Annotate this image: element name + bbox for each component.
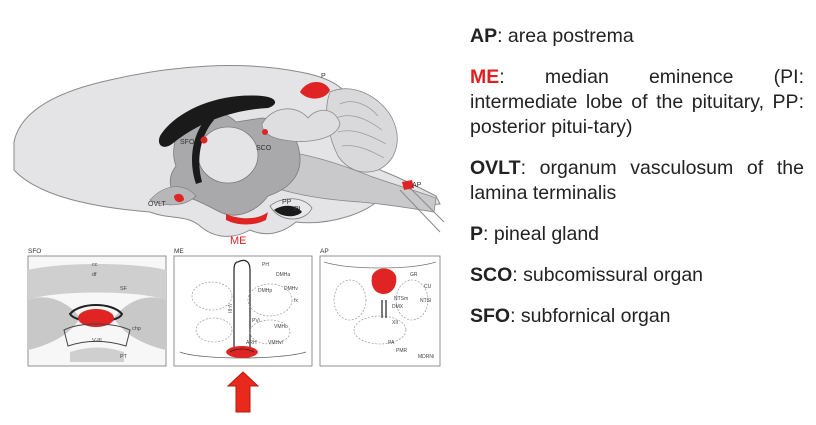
svg-text:V-III: V-III [92, 338, 102, 344]
brain-diagram: P SFO SCO OVLT PP PI AP ME SFO cc df SF … [13, 65, 445, 413]
legend-definition: : area postrema [497, 25, 634, 47]
sagittal-section: P SFO SCO OVLT PP PI AP ME [13, 65, 445, 247]
label-pi: PI [294, 206, 301, 213]
cerebellar-folia [335, 101, 387, 159]
svg-text:fx: fx [294, 298, 298, 304]
label-ovlt: OVLT [148, 201, 166, 208]
panel-me: ME PH DMHa DMHp DMHv fx V-III PVi VMHc A… [173, 248, 313, 367]
thalamus [197, 126, 259, 184]
ap-red-region [371, 268, 397, 294]
midbrain-tectum [261, 108, 341, 142]
legend-definition: : subcomissural organ [512, 264, 704, 286]
label-sfo: SFO [180, 139, 195, 146]
svg-text:df: df [92, 272, 97, 278]
legend-definition: : median eminence (PI: intermediate lobe… [470, 66, 804, 138]
svg-text:CU: CU [424, 284, 432, 290]
svg-text:cc: cc [92, 262, 98, 268]
label-pp: PP [282, 199, 292, 206]
posterior-pituitary [274, 205, 302, 217]
svg-text:MDRNi: MDRNi [418, 354, 434, 360]
legend-abbreviation: OVLT [470, 157, 521, 179]
legend-entry-sco: SCO: subcomissural organ [470, 263, 804, 288]
legend-abbreviation: SCO [470, 264, 513, 286]
label-ap: AP [412, 182, 422, 189]
svg-text:NTSm: NTSm [394, 296, 408, 302]
legend-abbreviation: AP [470, 25, 498, 47]
legend-entry-me: ME: median eminence (PI: intermediate lo… [470, 65, 804, 140]
panel-ap: AP GR CU NTSm NTSl DMX XII PA PMR MDRNi [319, 248, 441, 367]
svg-text:VMHvl: VMHvl [268, 340, 283, 346]
svg-text:PA: PA [388, 340, 395, 346]
svg-text:V-III: V-III [226, 304, 232, 313]
spinal-cord [399, 185, 445, 233]
up-arrow-icon [226, 371, 260, 413]
legend-abbreviation: SFO [470, 305, 511, 327]
svg-text:VMHc: VMHc [274, 324, 288, 330]
legend-definition: : subfornical organ [510, 305, 671, 327]
figure: P SFO SCO OVLT PP PI AP ME SFO cc df SF … [13, 65, 445, 413]
legend-entry-sfo: SFO: subfornical organ [470, 304, 804, 329]
svg-text:PMR: PMR [396, 348, 408, 354]
sfo-red-region [78, 309, 114, 327]
corpus-callosum [158, 95, 276, 147]
median-eminence [226, 212, 268, 225]
panel-me-title: ME [174, 248, 184, 255]
svg-text:chp: chp [132, 326, 141, 332]
me-red-region [226, 346, 258, 358]
svg-text:PT: PT [120, 354, 128, 360]
label-p: P [321, 73, 326, 80]
legend-definition: : organum vasculosum of the lamina termi… [470, 157, 804, 204]
svg-text:DMHp: DMHp [258, 288, 272, 294]
legend-entry-p: P: pineal gland [470, 222, 804, 247]
svg-text:XII: XII [392, 320, 398, 326]
legend-abbreviation: P [470, 223, 484, 245]
svg-text:DMHv: DMHv [284, 286, 298, 292]
fornix [192, 116, 214, 184]
panel-ap-title: AP [320, 248, 329, 255]
svg-text:DMHa: DMHa [276, 272, 290, 278]
legend-entry-ovlt: OVLT: organum vasculosum of the lamina t… [470, 156, 804, 206]
legend-abbreviation: ME [470, 66, 500, 88]
label-me-title: ME [230, 235, 247, 247]
svg-text:ARH: ARH [246, 340, 257, 346]
svg-text:DMX: DMX [392, 304, 404, 310]
legend-entry-ap: AP: area postrema [470, 24, 804, 49]
anterior-region [149, 186, 197, 206]
svg-text:PVi: PVi [252, 318, 260, 324]
svg-text:NTSl: NTSl [420, 298, 431, 304]
panel-sfo-title: SFO [28, 248, 41, 255]
legend-definition: : pineal gland [483, 223, 600, 245]
sfo [200, 136, 208, 144]
svg-text:PH: PH [262, 262, 269, 268]
svg-text:GR: GR [410, 272, 418, 278]
pineal-gland [300, 81, 330, 99]
label-sco: SCO [256, 145, 272, 152]
panel-sfo: SFO cc df SF chp V-III PT [27, 248, 167, 367]
cerebellum [326, 88, 398, 173]
area-postrema [402, 180, 414, 190]
sco [262, 129, 268, 135]
svg-text:SF: SF [120, 286, 128, 292]
ovlt [174, 193, 184, 203]
